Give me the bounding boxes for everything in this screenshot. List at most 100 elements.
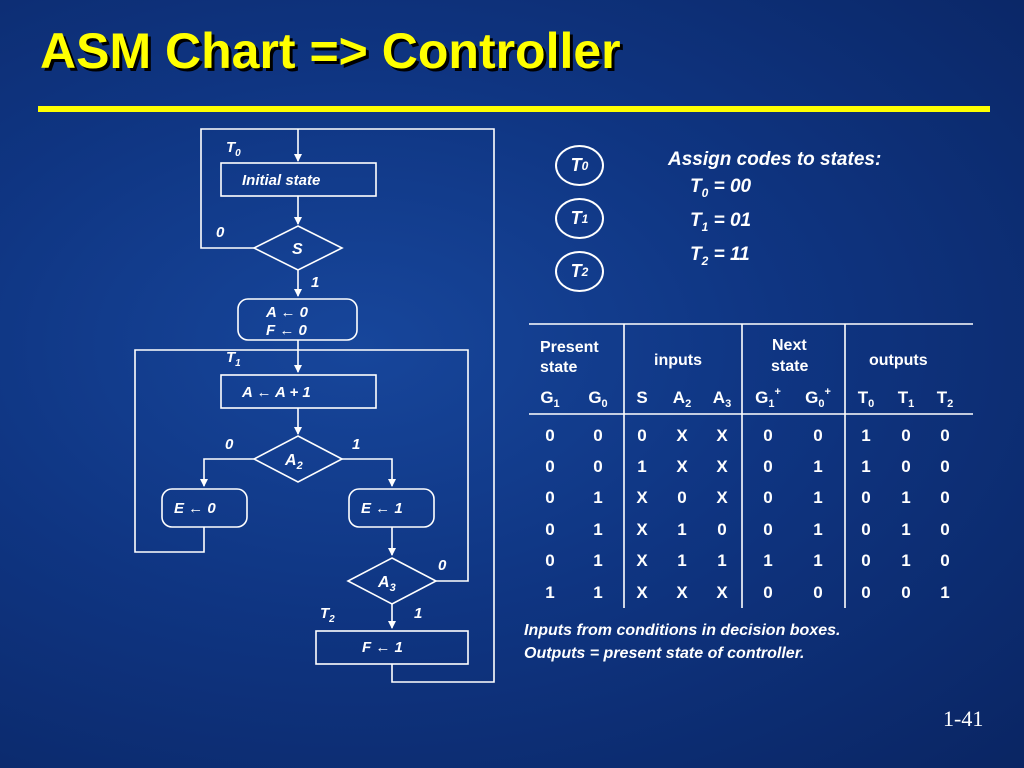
header-next-line1: Next: [772, 337, 807, 354]
table-cell: 0: [677, 488, 686, 507]
table-cell: 0: [763, 583, 772, 602]
table-cell: 0: [545, 520, 554, 539]
table-cell: X: [636, 520, 648, 539]
table-column-header: G1: [540, 388, 559, 410]
s-zero-loop: [200, 128, 298, 249]
table-cell: X: [676, 426, 688, 445]
table-cell: 1: [813, 520, 822, 539]
table-cell: 0: [545, 457, 554, 476]
table-cell: X: [636, 583, 648, 602]
e-clear-label: E ← 0: [174, 500, 216, 517]
footnote-outputs: Outputs = present state of controller.: [524, 645, 805, 662]
s-one-label: 1: [311, 274, 319, 291]
table-cell: 0: [545, 551, 554, 570]
table-cell: 1: [637, 457, 646, 476]
a3-zero-loop: [298, 349, 469, 582]
table-cell: 1: [593, 583, 602, 602]
table-cell: 0: [861, 520, 870, 539]
table-cell: 0: [593, 426, 602, 445]
table-cell: 0: [901, 583, 910, 602]
s-zero-label: 0: [216, 224, 225, 241]
table-cell: 0: [861, 551, 870, 570]
table-cell: 1: [763, 551, 772, 570]
header-present-line1: Present: [540, 339, 599, 356]
table-cell: 0: [940, 551, 949, 570]
table-cell: 0: [717, 520, 726, 539]
t0-state-name: T0: [226, 139, 241, 159]
table-column-header: A3: [713, 388, 731, 410]
table-cell: 0: [861, 488, 870, 507]
t2-state-name: T2: [320, 605, 335, 625]
table-cell: X: [636, 488, 648, 507]
table-cell: 1: [813, 457, 822, 476]
table-cell: X: [716, 488, 728, 507]
table-cell: X: [716, 426, 728, 445]
table-cell: 0: [940, 426, 949, 445]
assign-heading: Assign codes to states:: [668, 149, 882, 170]
table-column-header: G0: [588, 388, 607, 410]
header-next-line2: state: [771, 358, 808, 375]
slide-title: ASM Chart => Controller: [40, 23, 621, 79]
table-cell: 1: [717, 551, 726, 570]
a2-decision-diamond: [252, 435, 344, 483]
table-cell: 1: [677, 551, 686, 570]
table-column-header: T0: [858, 388, 875, 410]
a2-one-label: 1: [352, 436, 360, 453]
e-set-label: E ← 1: [361, 500, 403, 517]
table-cell: 0: [813, 583, 822, 602]
table-column-header: G1+: [755, 386, 781, 410]
s-condition-label: S: [292, 241, 303, 258]
header-present-line2: state: [540, 359, 577, 376]
table-column-header: S: [636, 388, 647, 407]
table-cell: 0: [545, 488, 554, 507]
table-cell: 1: [861, 426, 870, 445]
state-code-assignment: Assign codes to states: T0 = 00 T1 = 01 …: [668, 146, 881, 274]
assign-line-t2: T2 = 11: [690, 243, 750, 268]
table-cell: 1: [861, 457, 870, 476]
header-inputs: inputs: [654, 352, 702, 369]
table-cell: X: [636, 551, 648, 570]
table-cell: 1: [813, 551, 822, 570]
footnotes: Inputs from conditions in decision boxes…: [524, 619, 840, 665]
table-cell: 0: [940, 488, 949, 507]
title-underline: [38, 106, 990, 112]
table-cell: 0: [637, 426, 646, 445]
table-cell: 1: [593, 551, 602, 570]
f-set-label: F ← 1: [362, 639, 403, 656]
table-cell: 0: [763, 426, 772, 445]
table-cell: 1: [677, 520, 686, 539]
table-cell: X: [676, 457, 688, 476]
table-cell: 0: [861, 583, 870, 602]
table-cell: 0: [813, 426, 822, 445]
table-cell: 0: [901, 426, 910, 445]
table-column-header: A2: [673, 388, 691, 410]
table-cell: 0: [940, 520, 949, 539]
table-cell: 1: [901, 551, 910, 570]
table-cell: 0: [593, 457, 602, 476]
table-column-header: T1: [898, 388, 915, 410]
table-cell: 1: [901, 520, 910, 539]
a2-zero-branch: [200, 458, 254, 487]
return-to-initial: [298, 128, 495, 683]
table-cell: 1: [901, 488, 910, 507]
table-cell: X: [716, 457, 728, 476]
a3-zero-label: 0: [438, 557, 447, 574]
table-cell: 1: [940, 583, 949, 602]
table-column-header: T2: [937, 388, 954, 410]
a2-condition-label: A2: [284, 452, 303, 472]
assign-line-t0: T0 = 00: [690, 176, 752, 200]
table-cell: X: [716, 583, 728, 602]
a3-one-label: 1: [414, 605, 422, 622]
footnote-inputs: Inputs from conditions in decision boxes…: [524, 622, 841, 639]
a2-zero-label: 0: [225, 436, 234, 453]
table-column-header: G0+: [805, 386, 831, 410]
header-outputs: outputs: [869, 352, 928, 369]
table-cell: 0: [763, 520, 772, 539]
t1-state-name: T1: [226, 349, 241, 369]
table-cell: 0: [763, 488, 772, 507]
table-cell: 0: [901, 457, 910, 476]
